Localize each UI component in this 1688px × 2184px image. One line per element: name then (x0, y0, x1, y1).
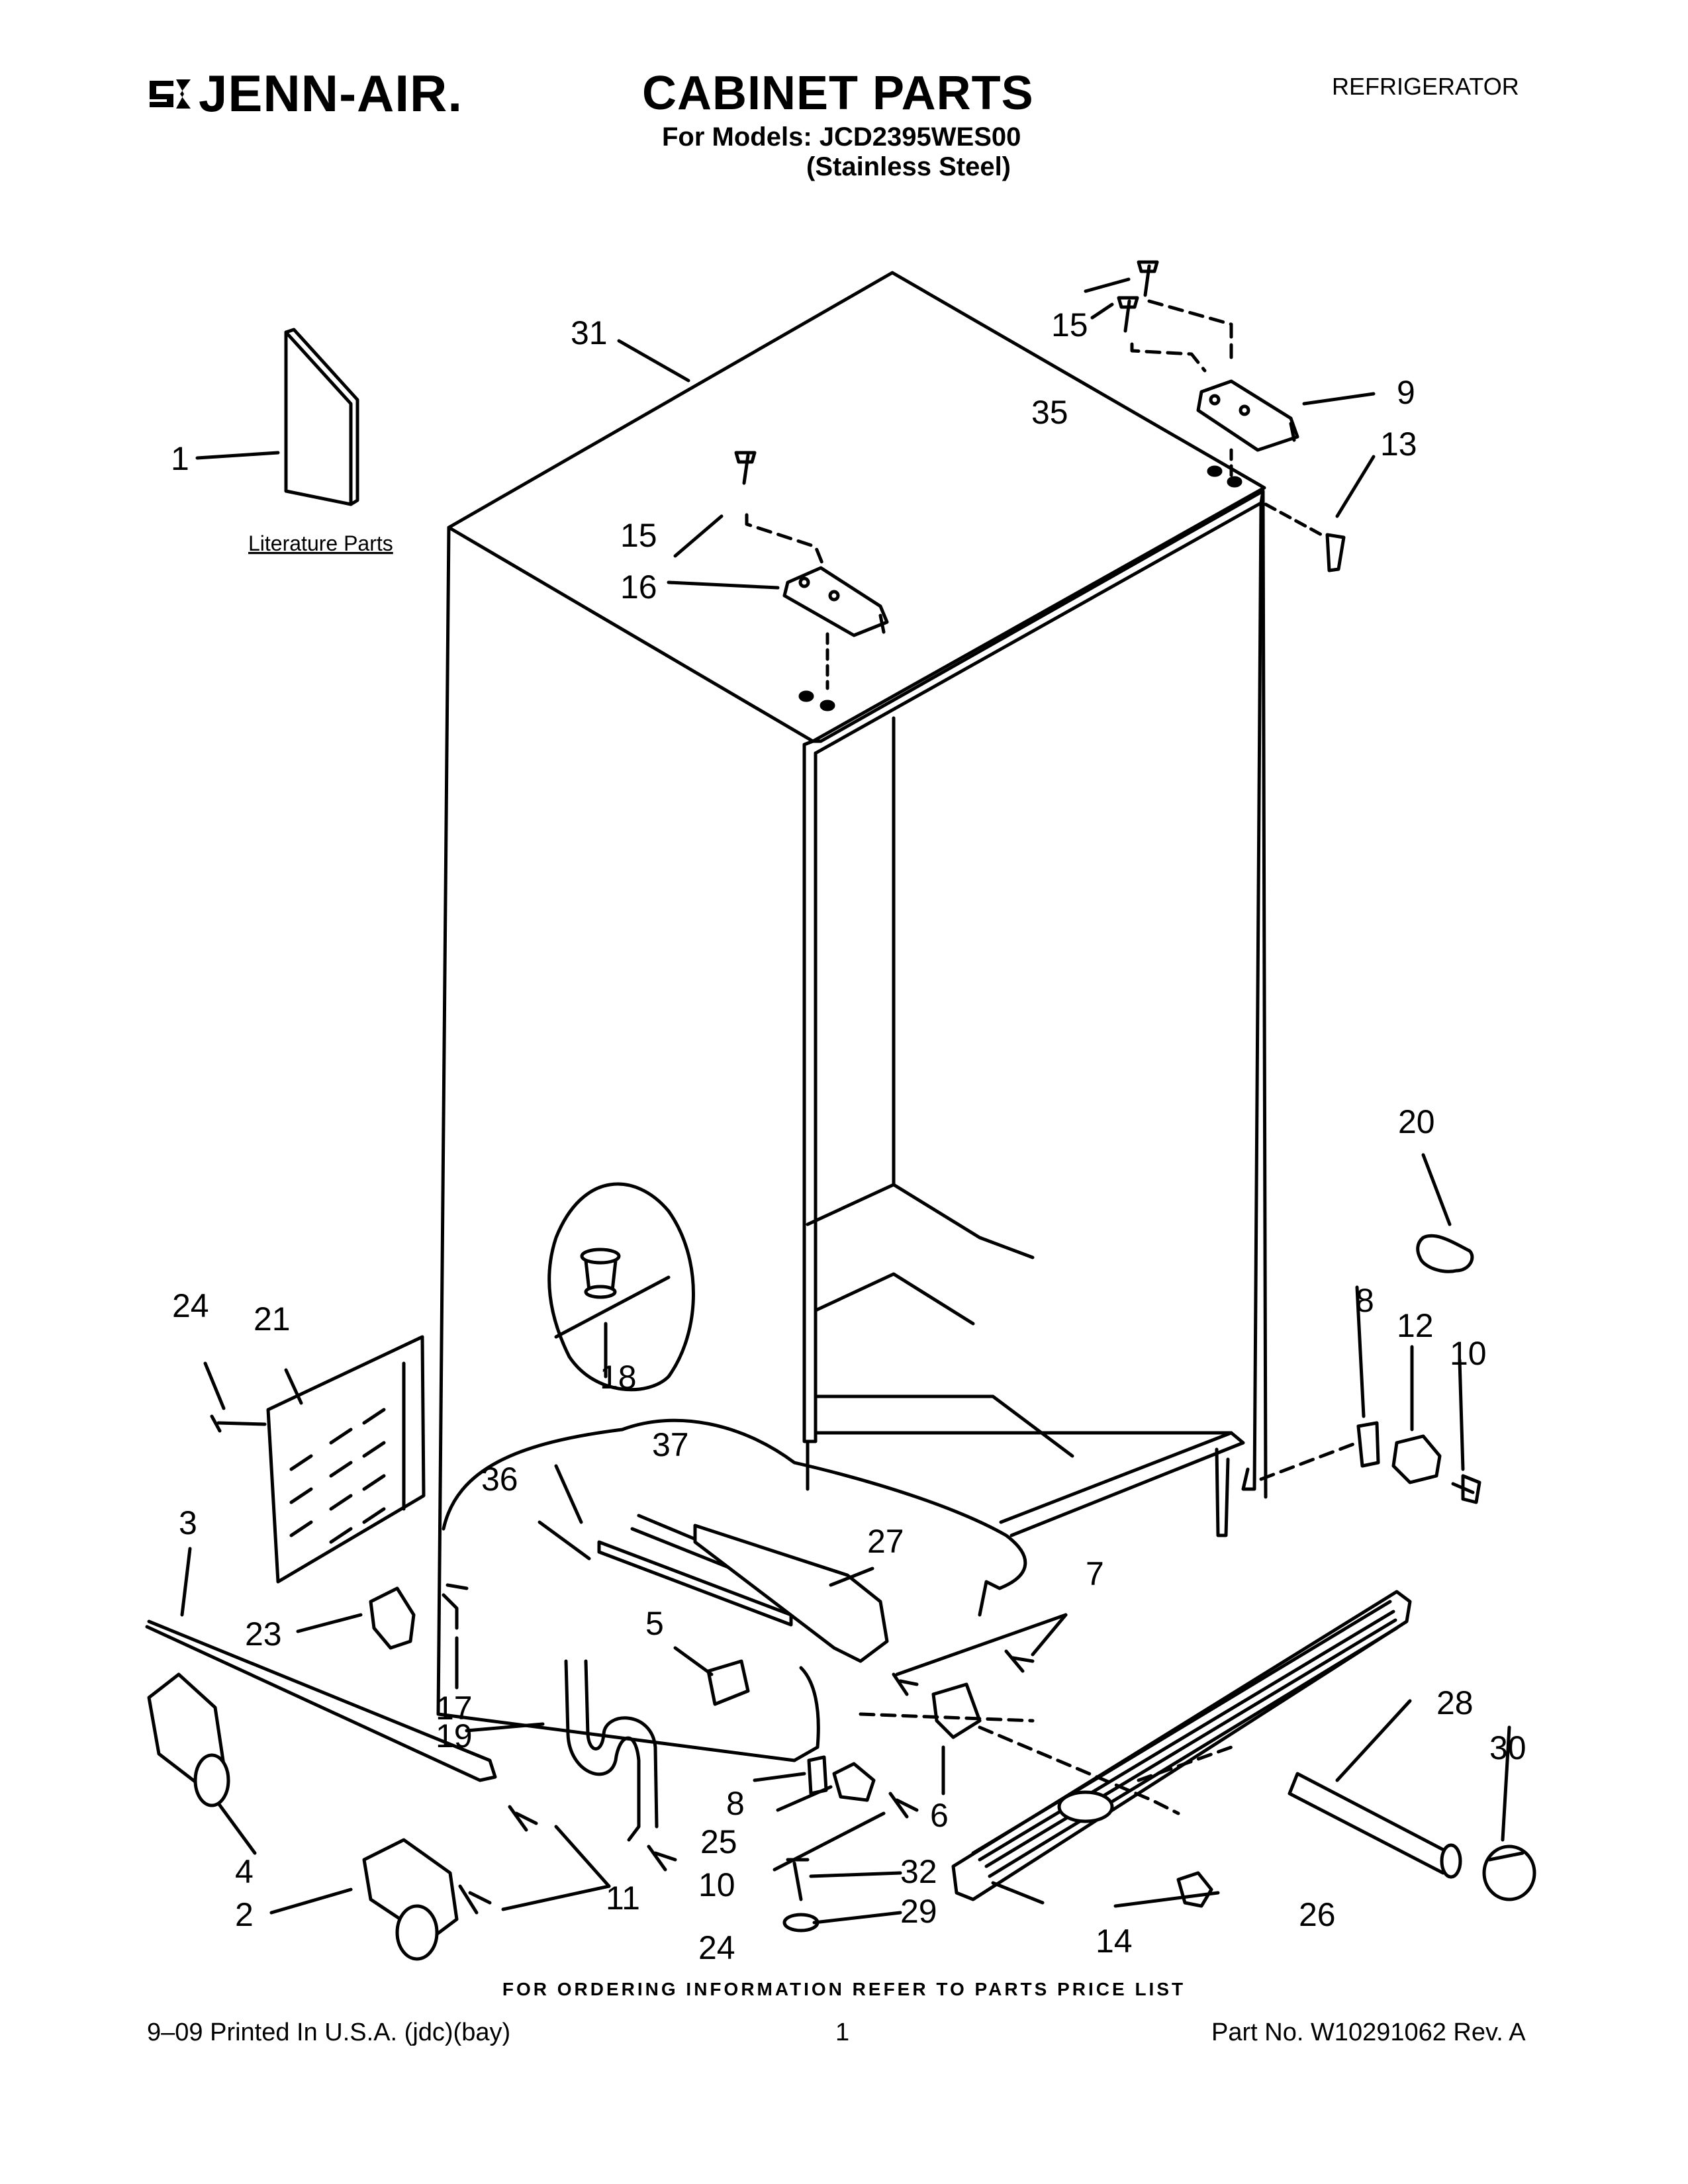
filter-cap (1482, 1844, 1536, 1901)
jenn-air-logo-icon (150, 79, 191, 109)
drain-hose (564, 1659, 641, 1842)
appliance-type: REFRIGERATOR (1332, 73, 1519, 100)
callout-26: 26 (1299, 1896, 1336, 1933)
screw-11a (508, 1805, 538, 1832)
models-line: For Models: JCD2395WES00 (662, 122, 1021, 152)
screw-7a (892, 1672, 919, 1696)
callout-31: 31 (571, 314, 608, 351)
hinge-25 (832, 1762, 876, 1802)
literature-parts-label: Literature Parts (248, 531, 393, 555)
screw-7b (1004, 1649, 1035, 1673)
callout-14: 14 (1096, 1923, 1133, 1960)
clip-13 (1325, 533, 1346, 572)
callout-10-left: 10 (698, 1866, 735, 1903)
front-roller-left (147, 1672, 230, 1807)
callout-23: 23 (245, 1615, 282, 1653)
page-number: 1 (835, 2019, 850, 2046)
callout-24-bottom: 24 (698, 1929, 735, 1966)
finish-line: (Stainless Steel) (806, 152, 1011, 181)
callout-3: 3 (179, 1504, 197, 1541)
print-info: 9–09 Printed In U.S.A. (jdc)(bay) (147, 2019, 511, 2046)
callout-28: 28 (1436, 1684, 1474, 1721)
callout-10-right: 10 (1450, 1335, 1487, 1372)
callout-21: 21 (254, 1300, 291, 1338)
part-20 (1416, 1234, 1474, 1273)
bracket-6 (931, 1682, 982, 1739)
ordering-note: FOR ORDERING INFORMATION REFER TO PARTS … (502, 1979, 1186, 1999)
callout-29: 29 (900, 1893, 937, 1930)
screw-32 (786, 1858, 810, 1901)
leader-lines (180, 277, 1511, 1925)
bracket-23 (369, 1586, 416, 1650)
base-grille (951, 1590, 1412, 1901)
part-5 (706, 1659, 750, 1706)
callout-30: 30 (1489, 1729, 1526, 1766)
top-hinge-right (1117, 260, 1299, 488)
callout-18: 18 (600, 1359, 637, 1396)
callout-15-left: 15 (620, 517, 657, 554)
cutaway-panel (442, 1418, 1027, 1762)
callout-9: 9 (1397, 374, 1415, 411)
callout-13: 13 (1380, 426, 1417, 463)
right-bottom-hinge (1259, 1421, 1481, 1504)
literature-book-icon (284, 328, 359, 506)
callout-19: 19 (436, 1717, 473, 1754)
callout-8-right: 8 (1356, 1282, 1374, 1319)
callout-labels: 1 31 15 35 9 13 15 16 20 8 12 10 18 24 2… (171, 306, 1526, 1966)
callout-12: 12 (1397, 1307, 1434, 1344)
toe-rod (145, 1619, 497, 1782)
callout-5: 5 (645, 1605, 664, 1642)
callout-2: 2 (235, 1896, 254, 1933)
screw-24-bottom (647, 1844, 677, 1872)
callout-7: 7 (1086, 1555, 1104, 1592)
callout-32: 32 (900, 1853, 937, 1890)
bracket-27 (693, 1524, 889, 1663)
callout-8-left: 8 (726, 1785, 745, 1822)
cabinet-outline (436, 271, 1268, 1762)
callout-11: 11 (606, 1880, 640, 1917)
page-title: CABINET PARTS (642, 67, 1034, 120)
callout-27: 27 (867, 1523, 904, 1560)
callout-36: 36 (481, 1461, 518, 1498)
callout-17: 17 (436, 1690, 473, 1727)
callout-15-top: 15 (1051, 306, 1088, 343)
rear-access-panel (210, 1335, 426, 1584)
water-tube-36 (597, 1540, 793, 1627)
leveling-leg-bubble (547, 1182, 695, 1392)
front-roller-right (362, 1838, 492, 1961)
hinge-8-left (807, 1755, 828, 1796)
callout-25: 25 (700, 1823, 737, 1860)
part-26 (1176, 1871, 1213, 1908)
callout-6: 6 (930, 1797, 949, 1834)
callout-24-left: 24 (172, 1287, 209, 1324)
callout-16: 16 (620, 569, 657, 606)
brand-logo: JENN-AIR. (199, 64, 463, 122)
screw-10-left (888, 1792, 919, 1819)
screw-17 (442, 1583, 469, 1630)
callout-20: 20 (1398, 1103, 1435, 1140)
callout-1: 1 (171, 440, 189, 477)
callout-37: 37 (652, 1426, 689, 1463)
top-hinge-left (734, 451, 889, 711)
callout-4: 4 (235, 1853, 254, 1890)
callout-35: 35 (1031, 394, 1068, 431)
water-filter (1288, 1772, 1462, 1879)
document-part-number: Part No. W10291062 Rev. A (1211, 2019, 1526, 2046)
